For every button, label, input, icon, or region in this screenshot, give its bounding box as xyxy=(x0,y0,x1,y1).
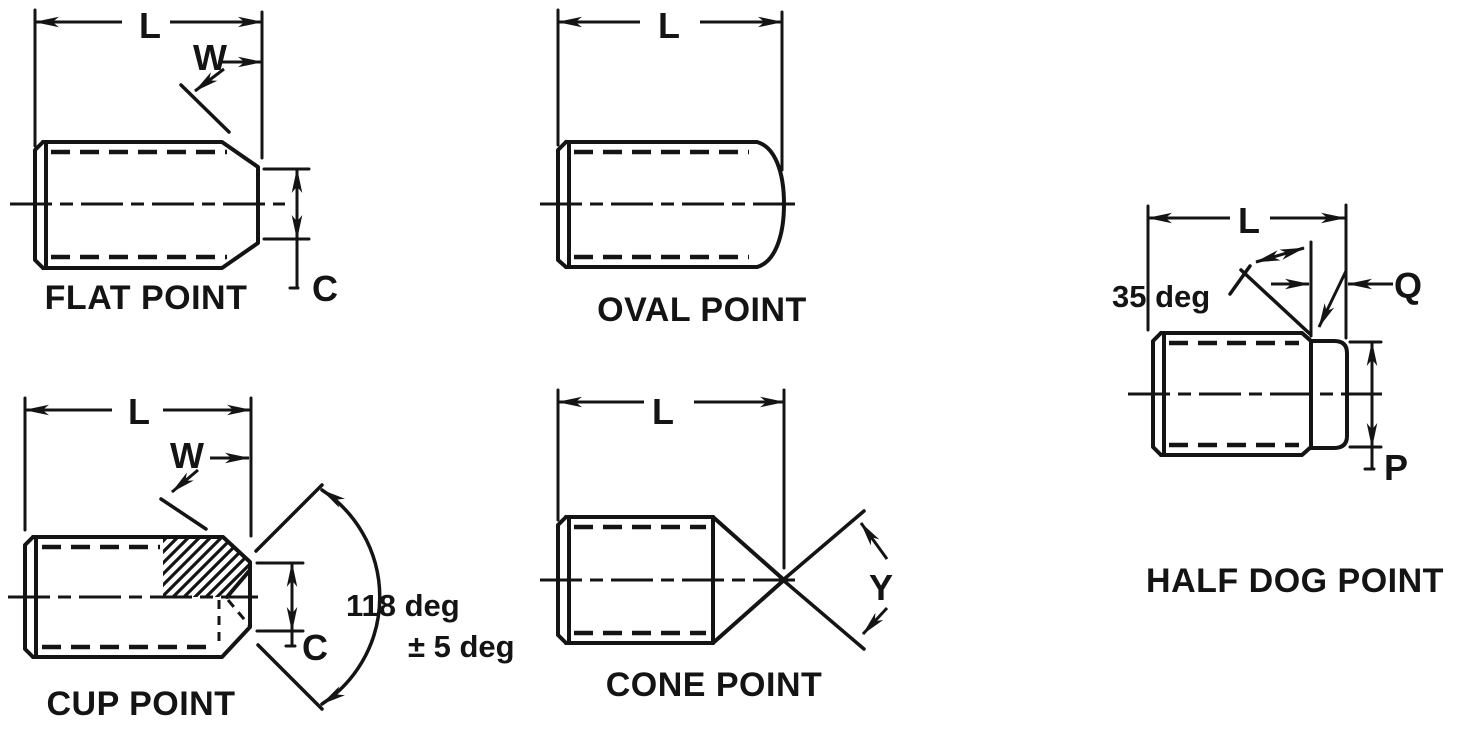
cup-point-c-extension-lines xyxy=(255,561,305,633)
cup-point-cup-cone-edge xyxy=(225,568,252,599)
half-dog-point-drawing xyxy=(1128,331,1382,457)
figure-oval-point: L OVAL POINT xyxy=(540,5,807,329)
flat-point-dim-w-label: W xyxy=(193,37,227,78)
cup-point-section-hatching xyxy=(163,537,250,597)
cone-point-title: CONE POINT xyxy=(606,666,823,704)
oval-point-drawing xyxy=(540,140,802,269)
cup-point-outline xyxy=(31,535,252,659)
flat-point-drawing xyxy=(10,140,285,270)
half-dog-point-chamfer-angle-label: 35 deg xyxy=(1112,279,1210,314)
cone-point-thread-lines xyxy=(574,524,706,636)
cup-point-hidden-cup-cone xyxy=(226,599,251,626)
cup-point-dimensions xyxy=(23,396,382,711)
figure-half-dog-point: L 35 deg Q P HALF DOG POINT xyxy=(1112,200,1444,600)
cup-point-thread-lines xyxy=(42,544,214,650)
figure-cup-point: L W C 118 deg ± 5 deg CUP POINT xyxy=(8,391,515,723)
flat-point-c-leader-tail xyxy=(288,237,300,290)
half-dog-point-bottom-edge xyxy=(1159,445,1313,457)
cup-point-drawing xyxy=(8,535,258,659)
cone-point-angle-line-upper xyxy=(781,509,866,582)
oval-point-title: OVAL POINT xyxy=(597,291,807,329)
oval-point-dim-l-label: L xyxy=(658,5,680,46)
flat-point-dim-c-label: C xyxy=(312,268,338,309)
cone-point-dim-l-label: L xyxy=(652,391,674,432)
half-dog-point-p-leader-tail xyxy=(1363,445,1376,471)
half-dog-point-dim-l-label: L xyxy=(1238,200,1260,241)
cup-point-angle-value: 118 deg xyxy=(346,588,460,623)
flat-point-title: FLAT POINT xyxy=(45,279,248,317)
cup-point-dim-w-label: W xyxy=(170,435,204,476)
figure-cone-point: L Y CONE POINT xyxy=(540,388,893,704)
flat-point-w-witness-line xyxy=(179,83,231,134)
cone-point-y-arrow-lower xyxy=(861,606,889,636)
cup-point-w-witness-line xyxy=(159,497,208,531)
cup-point-angle-line-lower xyxy=(256,643,324,711)
oval-point-thread-lines xyxy=(574,149,749,260)
cone-point-drawing xyxy=(540,515,802,645)
cup-point-angle-arc xyxy=(320,488,382,706)
half-dog-point-title: HALF DOG POINT xyxy=(1146,562,1444,600)
half-dog-point-dimensions xyxy=(1146,203,1393,471)
half-dog-point-top-edge xyxy=(1159,331,1313,343)
half-dog-point-thread-lines xyxy=(1169,340,1299,448)
cup-point-title: CUP POINT xyxy=(46,685,235,723)
cup-point-angle-line-upper xyxy=(254,483,324,553)
half-dog-point-chamfer-leader-line xyxy=(1239,268,1312,336)
half-dog-point-dim-p-label: P xyxy=(1384,447,1408,488)
flat-point-thread-lines xyxy=(51,149,227,260)
cone-point-angle-line-lower xyxy=(781,578,866,651)
oval-point-dimensions xyxy=(556,8,784,172)
flat-point-w-arrow-diagonal xyxy=(194,67,225,93)
cup-point-dim-c-label: C xyxy=(302,627,328,668)
cone-point-body-edges xyxy=(564,515,715,645)
half-dog-point-angle-leader-tick xyxy=(1228,264,1252,296)
cup-point-angle-tolerance: ± 5 deg xyxy=(408,629,515,664)
cup-point-dim-l-label: L xyxy=(128,391,150,432)
cup-point-w-arrow-diagonal xyxy=(171,468,199,494)
half-dog-point-angle-double-arrow xyxy=(1255,246,1305,264)
flat-point-dimensions xyxy=(33,8,311,290)
cone-point-dim-y-label: Y xyxy=(869,567,893,608)
figure-flat-point: L W C FLAT POINT xyxy=(10,5,338,317)
half-dog-point-chamfer-corner-arrow xyxy=(1317,270,1348,328)
cone-point-y-arrow-upper xyxy=(859,522,889,560)
cup-point-c-leader-tail xyxy=(284,629,297,648)
flat-point-dim-l-label: L xyxy=(139,5,161,46)
half-dog-point-dim-q-label: Q xyxy=(1394,265,1422,306)
cone-point-dimensions xyxy=(556,388,889,651)
flat-point-c-extension-lines xyxy=(262,167,311,241)
oval-point-body-edges xyxy=(564,140,759,269)
